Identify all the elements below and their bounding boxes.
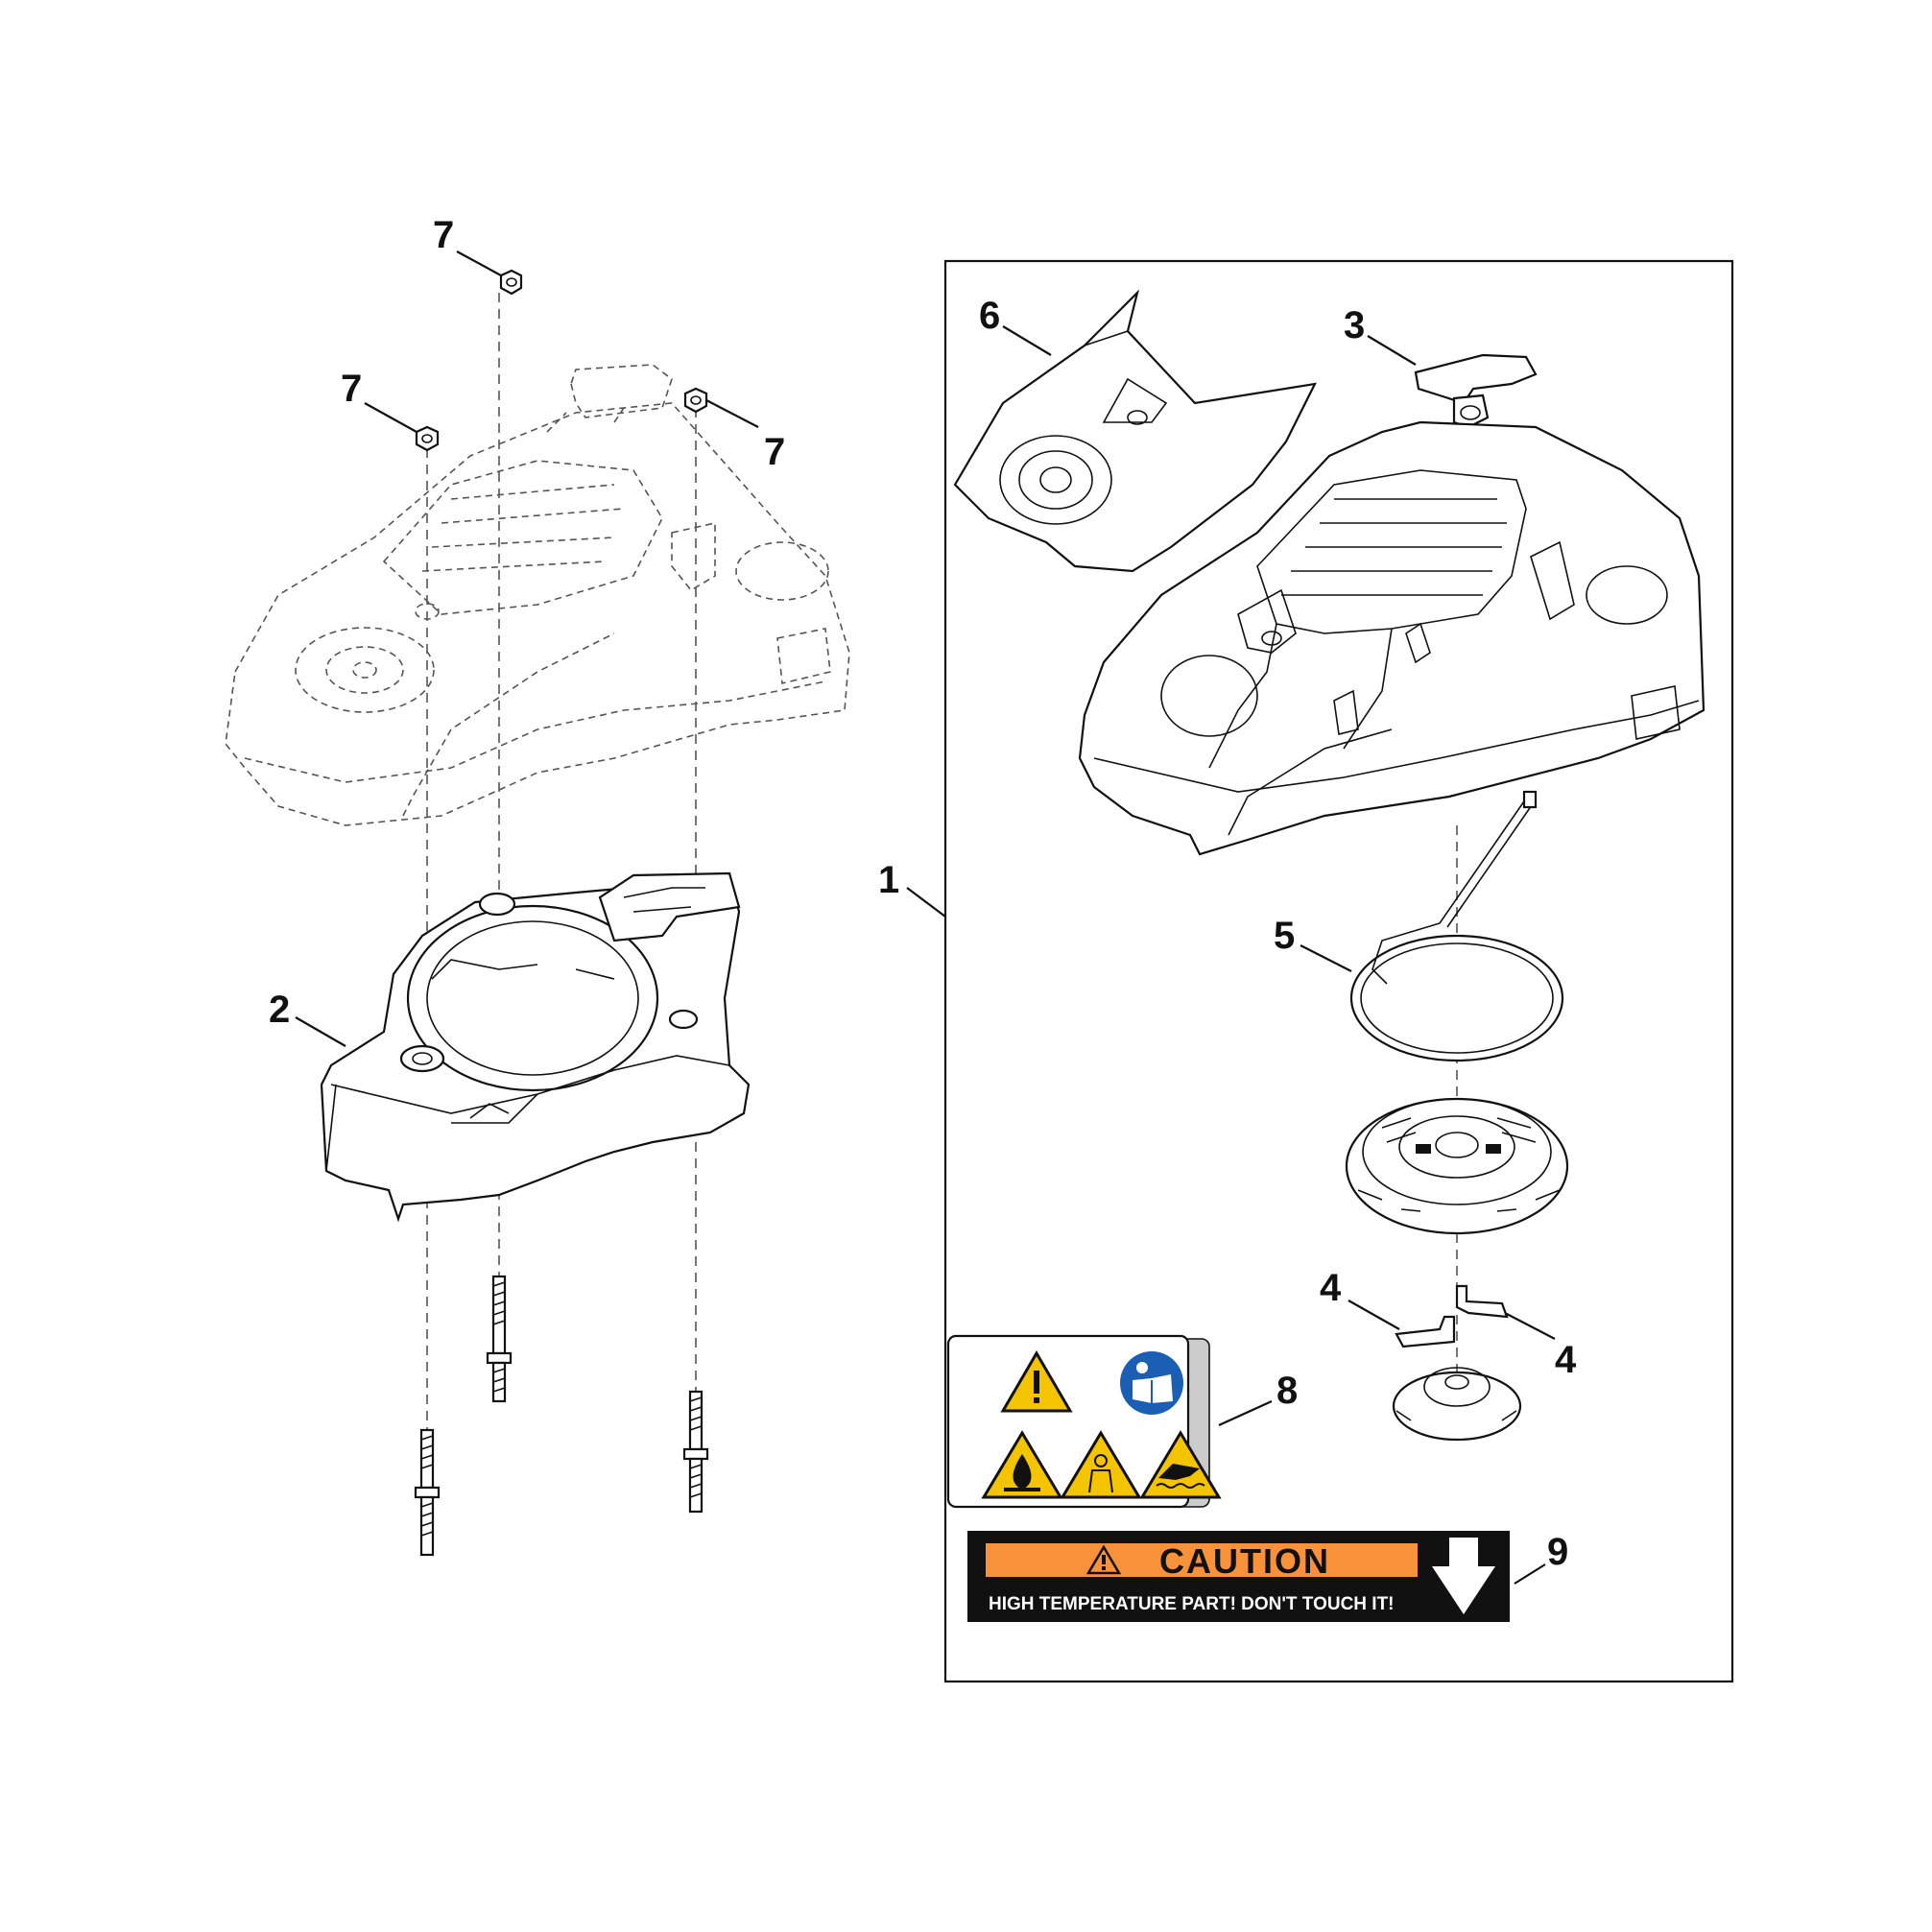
starter-hub — [1392, 1367, 1522, 1442]
cover-plate — [953, 289, 1317, 573]
left-assembly — [225, 250, 850, 1557]
callout-7-top: 7 — [433, 214, 454, 256]
flange-nut-right — [683, 387, 708, 414]
starter-pulley — [1345, 1097, 1569, 1235]
hot-surface-icon — [1139, 1430, 1222, 1499]
leader-9 — [1514, 1563, 1546, 1585]
callout-6: 6 — [979, 295, 1000, 337]
ghost-shroud-cover — [225, 364, 850, 826]
callout-7-right: 7 — [764, 431, 785, 473]
flange-nut-top — [499, 269, 523, 296]
leader-4-right — [1504, 1312, 1556, 1340]
caution-label: CAUTION HIGH TEMPERATURE PART! DON'T TOU… — [967, 1531, 1510, 1622]
starter-handle — [1414, 353, 1538, 429]
callout-2: 2 — [269, 989, 290, 1031]
leader-7-top — [456, 250, 502, 276]
leader-8 — [1218, 1399, 1273, 1427]
fumes-hazard-icon — [1060, 1430, 1142, 1499]
read-manual-icon — [1120, 1351, 1183, 1415]
recoil-spring — [1349, 790, 1564, 1062]
callout-4-left: 4 — [1320, 1267, 1342, 1309]
pawl-right — [1455, 1284, 1509, 1319]
leader-4-left — [1348, 1300, 1400, 1330]
bolt-right — [682, 1390, 709, 1514]
callout-5: 5 — [1274, 915, 1295, 957]
shroud-cover — [1078, 420, 1705, 856]
callout-7-left: 7 — [341, 368, 362, 410]
leader-3 — [1367, 335, 1417, 366]
fire-hazard-icon — [981, 1430, 1063, 1499]
caution-warning-icon — [1085, 1544, 1122, 1575]
right-assembly: CAUTION HIGH TEMPERATURE PART! DON'T TOU… — [946, 289, 1705, 1622]
bolt-middle — [486, 1275, 513, 1403]
callout-3: 3 — [1344, 304, 1365, 346]
warning-triangle-icon — [1000, 1350, 1073, 1413]
warning-decal — [946, 1334, 1222, 1509]
flange-nut-left — [415, 425, 440, 452]
leader-5 — [1300, 944, 1352, 972]
pawl-left — [1395, 1315, 1456, 1348]
blower-housing — [320, 871, 751, 1223]
callout-9: 9 — [1547, 1531, 1568, 1573]
leader-6 — [1002, 325, 1052, 356]
down-arrow-icon — [1432, 1538, 1495, 1614]
caution-subtitle: HIGH TEMPERATURE PART! DON'T TOUCH IT! — [989, 1594, 1395, 1614]
kit-frame — [943, 259, 1734, 1683]
callout-8: 8 — [1276, 1370, 1298, 1412]
callout-4-right: 4 — [1555, 1339, 1577, 1381]
leader-7-left — [364, 402, 417, 433]
callout-1: 1 — [878, 859, 899, 901]
leader-7-right — [705, 399, 759, 428]
bolt-left — [414, 1428, 441, 1557]
leader-1 — [906, 887, 946, 918]
leader-2 — [295, 1016, 346, 1047]
caution-title: CAUTION — [1159, 1541, 1330, 1581]
